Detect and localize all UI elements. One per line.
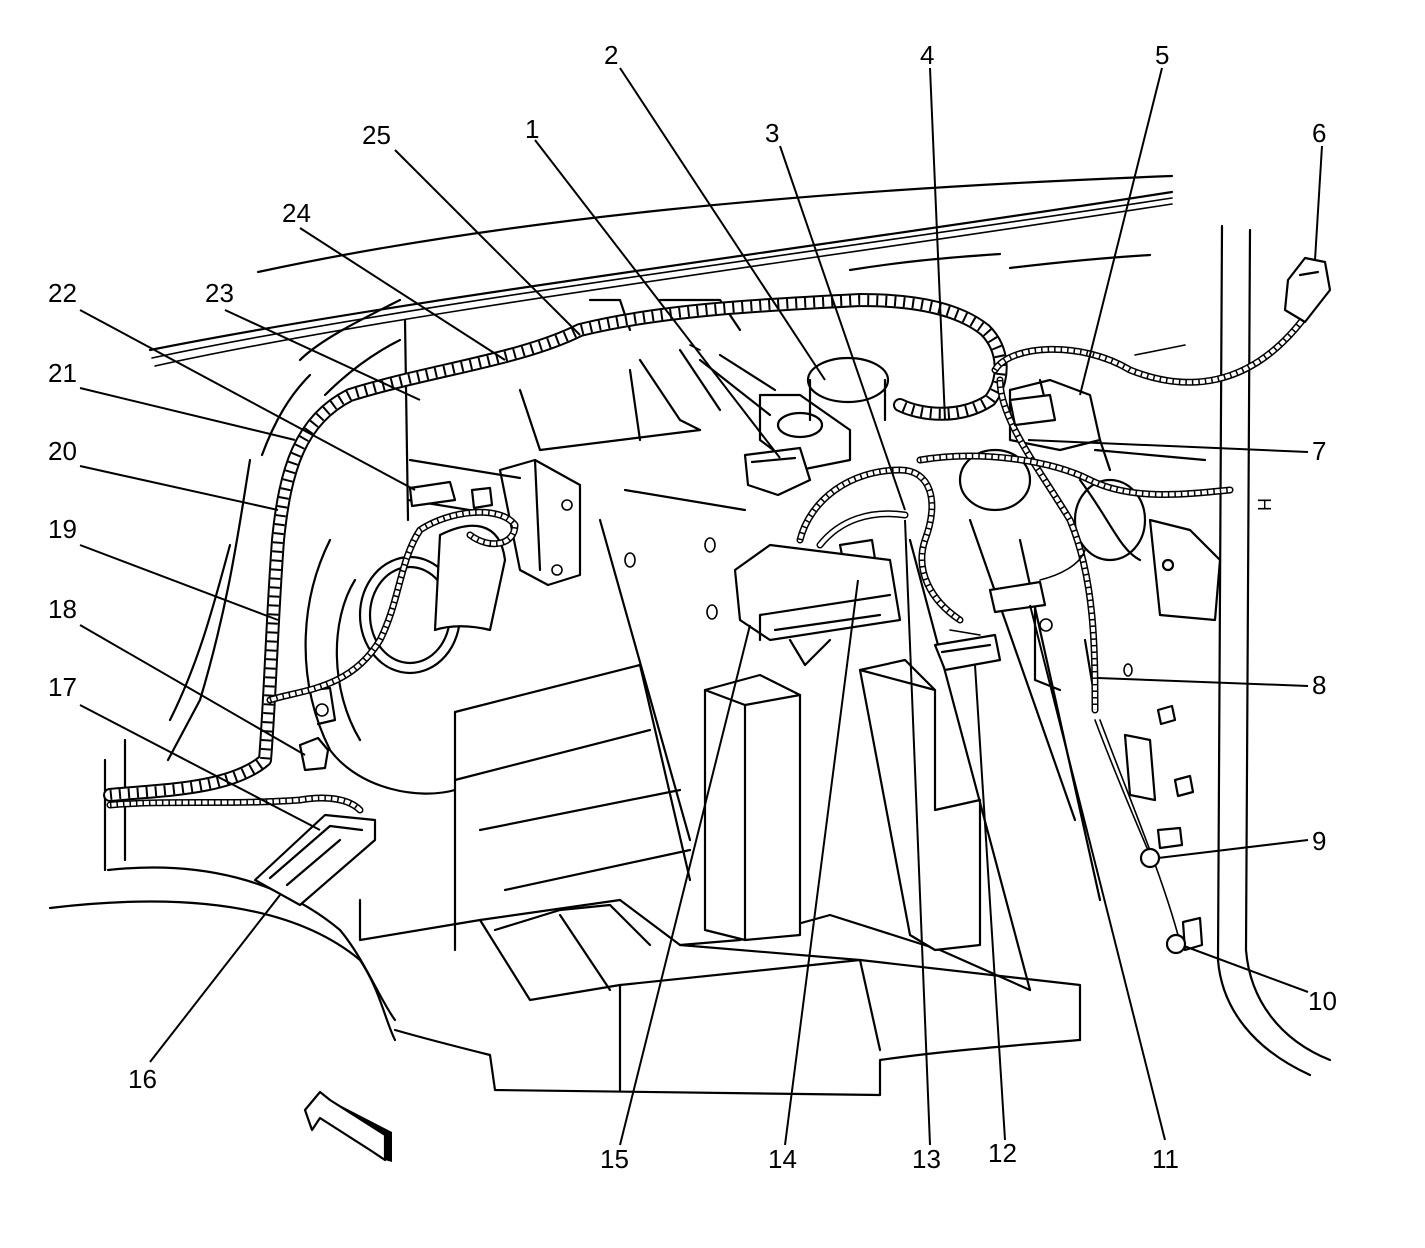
callout-16: 16 xyxy=(128,1064,157,1094)
callout-5: 5 xyxy=(1155,40,1169,70)
vehicle-body-outline xyxy=(48,174,1332,1097)
callout-10: 10 xyxy=(1308,986,1337,1016)
forward-direction-arrow xyxy=(303,1090,392,1162)
callout-1: 1 xyxy=(525,114,539,144)
ground-10 xyxy=(1165,933,1187,955)
callout-18: 18 xyxy=(48,594,77,624)
callout-6: 6 xyxy=(1312,118,1326,148)
secondary-wires xyxy=(106,306,1314,936)
callout-24: 24 xyxy=(282,198,311,228)
callout-22: 22 xyxy=(48,278,77,308)
callout-17: 17 xyxy=(48,672,77,702)
callout-25: 25 xyxy=(362,120,391,150)
callout-labels: 1 2 3 4 5 6 7 8 9 10 11 12 13 14 15 16 1… xyxy=(48,40,1337,1174)
callout-15: 15 xyxy=(600,1144,629,1174)
callout-leaders xyxy=(79,67,1323,1146)
connector-18 xyxy=(298,736,330,772)
connector-12 xyxy=(933,633,1002,672)
callout-23: 23 xyxy=(205,278,234,308)
callout-20: 20 xyxy=(48,436,77,466)
connectors xyxy=(253,256,1332,955)
side-mark-label: H xyxy=(1254,498,1274,511)
connector-7 xyxy=(1008,393,1057,427)
connector-22 xyxy=(408,480,457,508)
callout-21: 21 xyxy=(48,358,77,388)
ground-9 xyxy=(1139,847,1161,869)
callout-9: 9 xyxy=(1312,826,1326,856)
module-15 xyxy=(733,543,902,642)
callout-11: 11 xyxy=(1152,1144,1179,1174)
callout-3: 3 xyxy=(765,118,779,148)
callout-19: 19 xyxy=(48,514,77,544)
callout-2: 2 xyxy=(604,40,618,70)
callout-4: 4 xyxy=(920,40,934,70)
connector-11 xyxy=(988,580,1047,614)
callout-13: 13 xyxy=(912,1144,941,1174)
connector-6 xyxy=(1283,256,1332,324)
callout-12: 12 xyxy=(988,1138,1017,1168)
connector-1 xyxy=(743,446,812,497)
callout-14: 14 xyxy=(768,1144,797,1174)
callout-7: 7 xyxy=(1312,436,1326,466)
callout-8: 8 xyxy=(1312,670,1326,700)
